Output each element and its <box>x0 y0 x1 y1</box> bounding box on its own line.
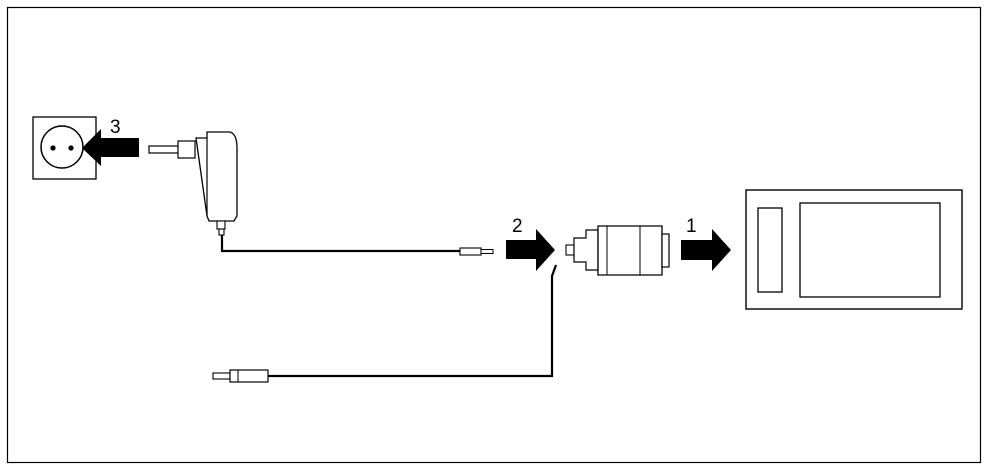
step-2-label: 2 <box>512 216 523 237</box>
arrow-1-icon <box>681 229 731 271</box>
wall-socket-icon <box>32 116 97 180</box>
audio-cable <box>268 264 558 378</box>
dc-plug-icon <box>459 247 494 256</box>
arrow-2-icon <box>506 229 555 271</box>
audio-plug-icon <box>212 369 269 383</box>
handheld-device-icon <box>745 189 963 310</box>
cradle-connector-icon <box>565 225 670 276</box>
arrow-3-icon <box>82 129 139 166</box>
step-3-label: 3 <box>110 117 121 138</box>
power-adapter-icon <box>148 131 238 236</box>
step-1-label: 1 <box>686 216 697 237</box>
adapter-cable <box>220 235 460 253</box>
